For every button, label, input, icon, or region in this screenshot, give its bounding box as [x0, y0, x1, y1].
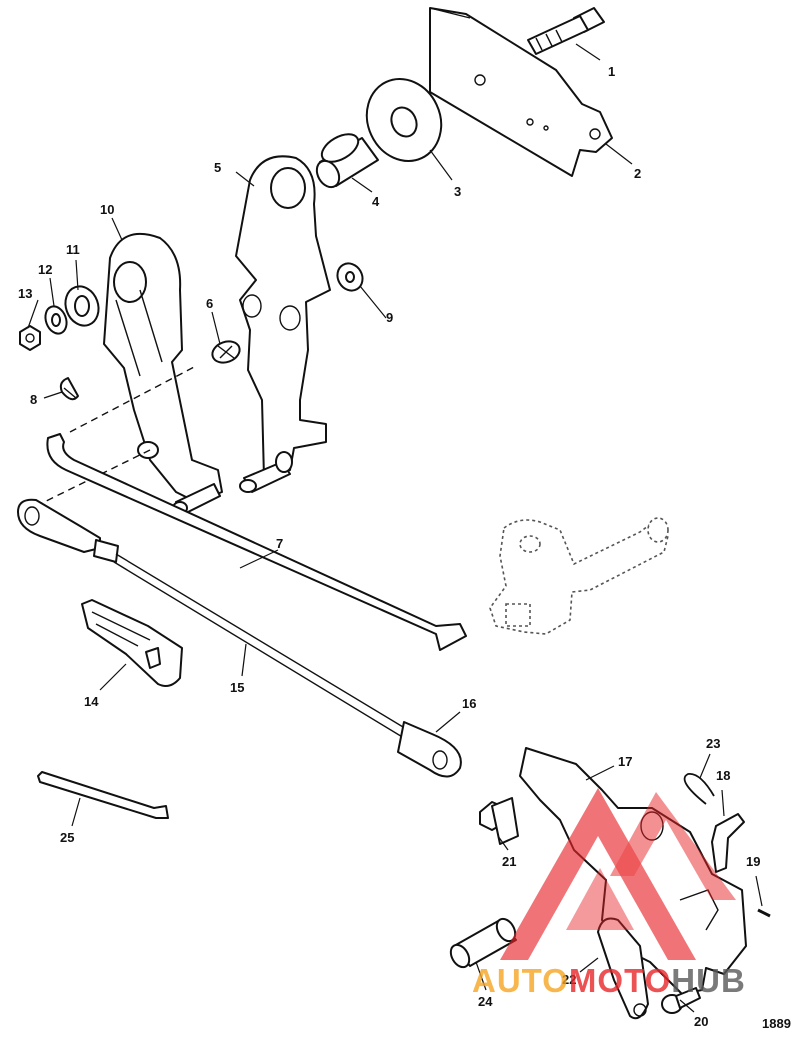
- callout-3: 3: [454, 184, 461, 199]
- leader-lines: [27, 43, 763, 1013]
- callout-21: 21: [502, 854, 516, 869]
- callout-4: 4: [372, 194, 380, 209]
- watermark-text-auto: AUTO: [472, 962, 569, 999]
- callout-2: 2: [634, 166, 641, 181]
- part-15-link-rod: [17, 498, 409, 739]
- part-11-washer: [64, 285, 100, 327]
- part-4-bushing: [315, 133, 379, 189]
- part-16-rod-end: [397, 721, 462, 778]
- callout-18: 18: [716, 768, 730, 783]
- part-3-washer: [365, 78, 443, 162]
- watermark-text-moto: MOTO: [568, 962, 672, 999]
- shift-shaft-assembly-ghost: [489, 517, 669, 635]
- callout-24: 24: [478, 994, 493, 1009]
- part-1-bolt: [527, 7, 605, 55]
- part-24-pivot-pin: [449, 917, 517, 969]
- part-8-cotter-pin: [59, 377, 79, 401]
- callout-6: 6: [206, 296, 213, 311]
- callout-10: 10: [100, 202, 114, 217]
- part-20-screw: [661, 987, 701, 1014]
- part-5-lever-plate: [235, 155, 331, 493]
- callout-5: 5: [214, 160, 221, 175]
- callout-20: 20: [694, 1014, 708, 1029]
- part-10-arm: [103, 233, 223, 515]
- callout-8: 8: [30, 392, 37, 407]
- diagram-code: 1889: [762, 1016, 791, 1031]
- part-23-hairpin-clip: [683, 773, 715, 805]
- part-19-pin: [757, 908, 771, 918]
- part-6-screw: [211, 340, 241, 364]
- part-18-latch: [711, 813, 745, 873]
- callout-11: 11: [66, 242, 80, 257]
- part-7-shift-rod: [46, 433, 467, 651]
- callout-22: 22: [562, 972, 576, 987]
- callout-7: 7: [276, 536, 283, 551]
- callout-9: 9: [386, 310, 393, 325]
- part-22-spring-clip: [597, 917, 649, 1020]
- callout-25: 25: [60, 830, 74, 845]
- callout-17: 17: [618, 754, 632, 769]
- watermark-triangle-icon: [500, 788, 696, 960]
- part-21-bolt: [479, 797, 519, 845]
- watermark-triangle-inner-icon: [566, 868, 634, 930]
- watermark-triangle-right-icon: [610, 792, 736, 900]
- part-2-bracket-plate: [429, 7, 613, 177]
- part-25-cable-tie: [37, 771, 169, 819]
- part-9-small-washer: [336, 262, 364, 292]
- callout-13: 13: [18, 286, 32, 301]
- watermark-text: AUTOMOTOHUB: [472, 962, 746, 1000]
- callout-15: 15: [230, 680, 244, 695]
- callout-12: 12: [38, 262, 52, 277]
- callout-16: 16: [462, 696, 476, 711]
- callout-19: 19: [746, 854, 760, 869]
- callout-14: 14: [84, 694, 99, 709]
- callout-23: 23: [706, 736, 720, 751]
- callout-1: 1: [608, 64, 615, 79]
- part-12-lock-washer: [44, 305, 68, 335]
- watermark-logo: [500, 788, 736, 960]
- part-14-clip: [81, 599, 183, 687]
- watermark-text-hub: HUB: [671, 962, 746, 999]
- callout-labels: 1 2 3 4 5 6 7 8 9 10 11 12 13 14 15 16 1…: [18, 64, 760, 1029]
- part-13-nut: [19, 325, 41, 351]
